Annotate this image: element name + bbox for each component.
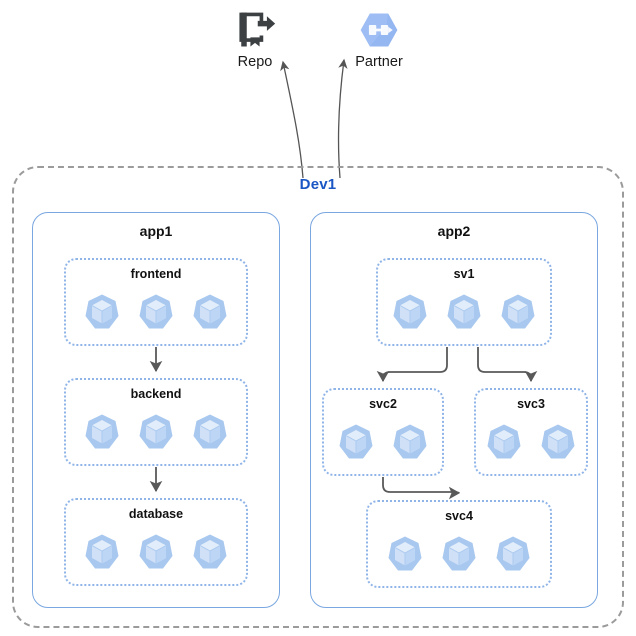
pod-icon[interactable] (190, 292, 230, 332)
service-box-frontend[interactable]: frontend (64, 258, 248, 346)
pod-icon[interactable] (190, 412, 230, 452)
pod-icon[interactable] (498, 292, 538, 332)
pod-icon[interactable] (136, 412, 176, 452)
service-box-svc4-label: svc4 (445, 509, 473, 523)
partner-hexagon-icon (360, 13, 398, 47)
service-box-svc3-label: svc3 (517, 397, 545, 411)
service-box-svc2[interactable]: svc2 (322, 388, 444, 476)
edge-dev1-to-partner (337, 58, 348, 179)
service-box-sv1-label: sv1 (453, 267, 475, 281)
external-node-repo-label: Repo (237, 54, 273, 70)
service-box-backend[interactable]: backend (64, 378, 248, 466)
pod-icon[interactable] (190, 532, 230, 572)
pod-row-database (66, 532, 246, 572)
pod-row-svc4 (368, 534, 550, 574)
service-box-frontend-label: frontend (130, 267, 182, 281)
external-node-partner[interactable]: Partner (334, 8, 424, 71)
cluster-dev1-label: Dev1 (299, 176, 337, 193)
service-box-sv1[interactable]: sv1 (376, 258, 552, 346)
edge-dev1-to-repo (280, 60, 304, 179)
pod-icon[interactable] (82, 412, 122, 452)
service-box-svc2-label: svc2 (369, 397, 397, 411)
service-box-database-label: database (128, 507, 184, 521)
pod-row-svc2 (324, 422, 442, 462)
pod-icon[interactable] (493, 534, 533, 574)
pod-icon[interactable] (390, 292, 430, 332)
pod-icon[interactable] (136, 532, 176, 572)
app-box-app1-label: app1 (139, 223, 173, 239)
service-box-backend-label: backend (130, 387, 182, 401)
external-node-repo[interactable]: Repo (211, 8, 299, 71)
cluster-dev1[interactable]: Dev1 (12, 166, 624, 628)
pod-icon[interactable] (538, 422, 578, 462)
pod-icon[interactable] (390, 422, 430, 462)
pod-icon[interactable] (439, 534, 479, 574)
pod-icon[interactable] (385, 534, 425, 574)
pod-icon[interactable] (82, 292, 122, 332)
app-box-app2-label: app2 (437, 223, 471, 239)
pod-icon[interactable] (336, 422, 376, 462)
external-node-partner-label: Partner (355, 54, 403, 70)
pod-row-svc3 (476, 422, 586, 462)
pod-icon[interactable] (136, 292, 176, 332)
pod-row-backend (66, 412, 246, 452)
pod-icon[interactable] (484, 422, 524, 462)
pod-icon[interactable] (444, 292, 484, 332)
service-box-svc3[interactable]: svc3 (474, 388, 588, 476)
pod-row-sv1 (378, 292, 550, 332)
repo-export-icon (239, 12, 276, 47)
pod-row-frontend (66, 292, 246, 332)
pod-icon[interactable] (82, 532, 122, 572)
service-box-svc4[interactable]: svc4 (366, 500, 552, 588)
service-box-database[interactable]: database (64, 498, 248, 586)
